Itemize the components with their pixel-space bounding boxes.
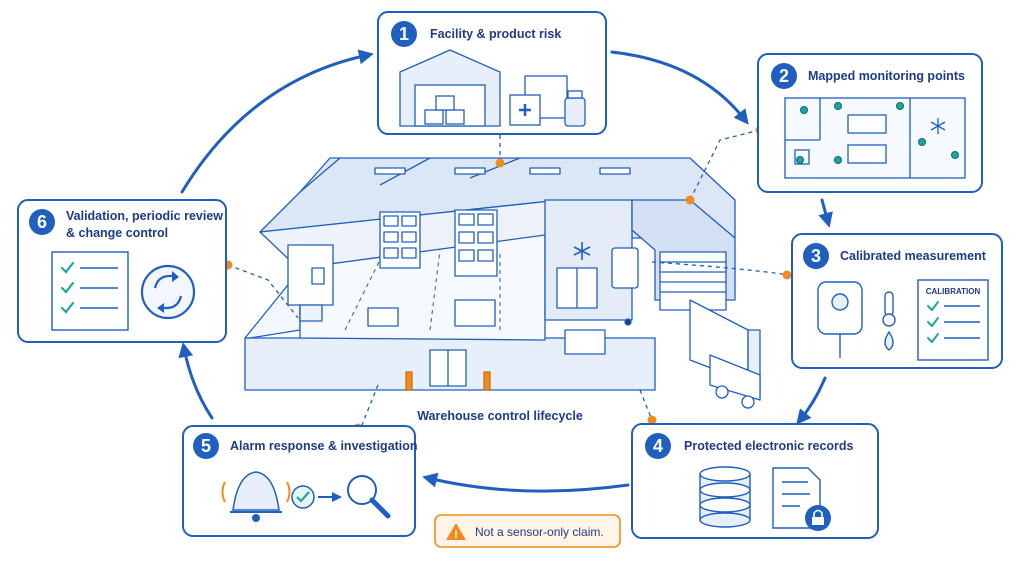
step-4-label: Protected electronic records xyxy=(684,439,854,453)
step-6-box: 6 Validation, periodic review & change c… xyxy=(17,199,227,343)
calibration-label: CALIBRATION xyxy=(926,287,981,296)
sensor-icon xyxy=(817,281,863,358)
product-boxes-icon xyxy=(509,75,586,127)
arrow-3-to-4 xyxy=(796,376,827,425)
step-3-box: 3 Calibrated measurement CALIBRATION xyxy=(791,233,1003,369)
arrow-2-to-3 xyxy=(818,198,833,228)
database-icon xyxy=(699,466,751,528)
arrow-6-to-1 xyxy=(180,49,374,194)
humidity-drop-icon xyxy=(884,330,894,351)
monitoring-point-dots xyxy=(796,102,959,164)
warning-note: ! Not a sensor-only claim. xyxy=(434,514,621,548)
checklist-icon xyxy=(51,251,129,331)
step-1-number: 1 xyxy=(399,24,409,44)
step-6-label-line1: Validation, periodic review xyxy=(66,209,223,223)
checkmark-icon xyxy=(291,485,315,509)
step-2-label: Mapped monitoring points xyxy=(808,69,965,83)
step-4-box: 4 Protected electronic records xyxy=(631,423,879,539)
step-5-label: Alarm response & investigation xyxy=(230,439,418,453)
step-2-number-badge xyxy=(771,63,797,89)
alarm-bell-icon xyxy=(221,471,291,522)
step-6-number-badge xyxy=(29,209,55,235)
step-4-number: 4 xyxy=(653,436,663,456)
step-1-label: Facility & product risk xyxy=(430,27,561,41)
warning-icon xyxy=(446,523,466,540)
warehouse-illustration xyxy=(244,157,761,409)
step-4-number-badge xyxy=(645,433,671,459)
warning-text: Not a sensor-only claim. xyxy=(475,525,604,539)
step-6-label-line2: & change control xyxy=(66,226,168,240)
svg-text:!: ! xyxy=(454,529,458,541)
cycle-arrows xyxy=(178,49,833,493)
refresh-cycle-icon xyxy=(140,264,196,320)
thermometer-icon xyxy=(882,291,896,327)
step-3-label: Calibrated measurement xyxy=(840,249,987,263)
diagram-title: Warehouse control lifecycle xyxy=(417,409,583,423)
step-3-number-badge xyxy=(803,243,829,269)
step-2-box: 2 Mapped monitoring points xyxy=(757,53,983,193)
arrow-5-to-6 xyxy=(178,342,214,420)
step-1-number-badge xyxy=(391,21,417,47)
step-5-number-badge xyxy=(193,433,219,459)
step-2-number: 2 xyxy=(779,66,789,86)
step-6-number: 6 xyxy=(37,212,47,232)
step-5-number: 5 xyxy=(201,436,211,456)
step-1-box: 1 Facility & product risk xyxy=(377,11,607,135)
magnifier-icon xyxy=(347,475,391,519)
arrow-4-to-5 xyxy=(422,472,630,493)
step-3-number: 3 xyxy=(811,246,821,266)
floor-plan-icon xyxy=(784,97,966,179)
step-5-box: 5 Alarm response & investigation xyxy=(182,425,418,537)
calibration-certificate: CALIBRATION xyxy=(917,279,989,361)
arrow-1-to-2 xyxy=(610,50,749,125)
building-icon xyxy=(399,49,501,127)
